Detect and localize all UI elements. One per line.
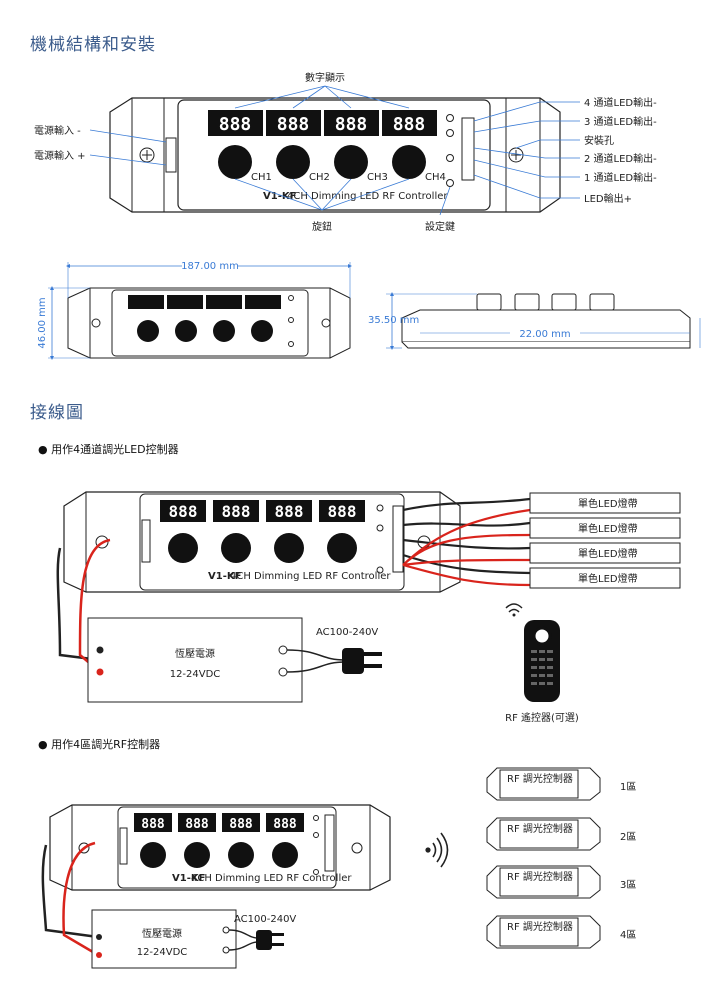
- svg-text:888: 888: [169, 502, 198, 521]
- usage-2: ● 用作4區調光RF控制器: [38, 736, 160, 752]
- dimension-side-view: 35.50 mm 22.00 mm: [368, 292, 701, 350]
- psu-1-volt: 12-24VDC: [170, 669, 221, 680]
- callout-display: 數字顯示: [305, 71, 345, 84]
- knob-2: [276, 145, 310, 179]
- rf-remote: RF 遙控器(可選): [505, 603, 579, 724]
- dim-length: 187.00 mm: [181, 261, 239, 272]
- knob-3: [334, 145, 368, 179]
- knob-4: [392, 145, 426, 179]
- dim-height: 22.00 mm: [519, 329, 570, 340]
- callout-power-pos: 電源輸入 +: [34, 149, 86, 162]
- strip-label-4: 單色LED燈帶: [578, 572, 638, 585]
- digit-display-4: 888: [393, 114, 426, 135]
- svg-text:888: 888: [222, 502, 251, 521]
- bullet-icon: ●: [38, 738, 48, 751]
- psu-2-name: 恆壓電源: [142, 927, 182, 940]
- dimension-top-view: 187.00 mm 46.00 mm: [37, 258, 352, 360]
- svg-text:RF 調光控制器: RF 調光控制器: [507, 822, 573, 835]
- psu-2-volt: 12-24VDC: [137, 947, 188, 958]
- wireless-icon: [425, 832, 449, 868]
- callout-ch1-neg: 1 通道LED輸出-: [584, 171, 657, 184]
- svg-text:888: 888: [141, 817, 165, 832]
- psu-1-name: 恆壓電源: [175, 647, 215, 660]
- callout-power-neg: 電源輸入 -: [34, 124, 81, 137]
- ch1-label: CH1: [251, 172, 272, 183]
- dim-width: 46.00 mm: [37, 297, 48, 348]
- svg-text:888: 888: [229, 817, 253, 832]
- svg-text:V1-KF: V1-KF: [172, 873, 205, 884]
- svg-text:888: 888: [275, 502, 304, 521]
- callout-ch3-neg: 3 通道LED輸出-: [584, 115, 657, 128]
- svg-text:4CH Dimming LED RF Controller: 4CH Dimming LED RF Controller: [191, 873, 352, 884]
- rf-unit-4: RF 調光控制器 4區: [486, 915, 636, 949]
- output-wires-1: [402, 497, 531, 587]
- callout-ch4-neg: 4 通道LED輸出-: [584, 96, 657, 109]
- dim-depth: 35.50 mm: [368, 315, 419, 326]
- wiring-controller-1: 888 888 888 888 V1-KF 4CH Dimming LED RF…: [63, 491, 461, 593]
- ch3-label: CH3: [367, 172, 388, 183]
- callout-setkey: 設定鍵: [425, 220, 455, 233]
- zone-4-label: 4區: [620, 929, 636, 941]
- callout-ch2-neg: 2 通道LED輸出-: [584, 152, 657, 165]
- rf-unit-3: RF 調光控制器 3區: [486, 865, 636, 899]
- svg-text:888: 888: [273, 817, 297, 832]
- zone-2-label: 2區: [620, 831, 636, 843]
- digit-display-1: 888: [219, 114, 252, 135]
- digit-display-3: 888: [335, 114, 368, 135]
- strip-label-2: 單色LED燈帶: [578, 522, 638, 535]
- model-label: V1-KF: [263, 191, 296, 202]
- ch4-label: CH4: [425, 172, 446, 183]
- usage-2-label: 用作4區調光RF控制器: [51, 738, 161, 751]
- power-supply-2: 恆壓電源 12-24VDC AC100-240V: [41, 841, 296, 969]
- ac-label-1: AC100-240V: [316, 627, 378, 638]
- svg-text:RF 調光控制器: RF 調光控制器: [507, 920, 573, 933]
- callout-led-pos: LED輸出+: [584, 192, 632, 205]
- device-name: 4CH Dimming LED RF Controller: [287, 191, 448, 202]
- svg-text:RF 調光控制器: RF 調光控制器: [507, 772, 573, 785]
- svg-text:4CH Dimming LED RF Controller: 4CH Dimming LED RF Controller: [230, 571, 391, 582]
- rf-unit-1: RF 調光控制器 1區: [486, 767, 636, 801]
- bullet-icon: ●: [38, 443, 48, 456]
- usage-1: ● 用作4通道調光LED控制器: [38, 441, 179, 457]
- svg-text:V1-KF: V1-KF: [208, 571, 241, 582]
- zone-3-label: 3區: [620, 879, 636, 891]
- strip-label-3: 單色LED燈帶: [578, 547, 638, 560]
- led-strip-group: 單色LED燈帶 單色LED燈帶 單色LED燈帶 單色LED燈帶: [529, 492, 681, 589]
- callout-mount-hole: 安裝孔: [584, 134, 614, 147]
- zone-1-label: 1區: [620, 781, 636, 793]
- strip-label-1: 單色LED燈帶: [578, 497, 638, 510]
- rf-zone-group: RF 調光控制器 1區 RF 調光控制器 2區 RF 調光控制器 3區 RF 調…: [486, 767, 636, 949]
- wiring-controller-2: 888 888 888 888 V1-KF 4CH Dimming LED RF…: [49, 804, 391, 891]
- svg-text:888: 888: [328, 502, 357, 521]
- ac-label-2: AC100-240V: [234, 914, 296, 925]
- digit-display-group: 888 888 888 888: [208, 110, 437, 136]
- knob-1: [218, 145, 252, 179]
- power-supply-1: 恆壓電源 12-24VDC AC100-240V: [56, 538, 382, 703]
- knob-group: CH1 CH2 CH3 CH4: [218, 145, 446, 183]
- remote-label: RF 遙控器(可選): [505, 711, 579, 724]
- callout-knob: 旋鈕: [312, 220, 332, 233]
- wiring-title: 接線圖: [30, 403, 84, 423]
- svg-text:RF 調光控制器: RF 調光控制器: [507, 870, 573, 883]
- mechanical-title: 機械結構和安裝: [30, 35, 156, 55]
- usage-1-label: 用作4通道調光LED控制器: [51, 443, 179, 456]
- controller-front-view: 888 888 888 888 CH1 CH2 CH3 CH4 V1-KF 4C…: [109, 97, 561, 213]
- rf-unit-2: RF 調光控制器 2區: [486, 817, 636, 851]
- ch2-label: CH2: [309, 172, 330, 183]
- svg-text:888: 888: [185, 817, 209, 832]
- callout-display-lines: [89, 85, 580, 216]
- digit-display-2: 888: [277, 114, 310, 135]
